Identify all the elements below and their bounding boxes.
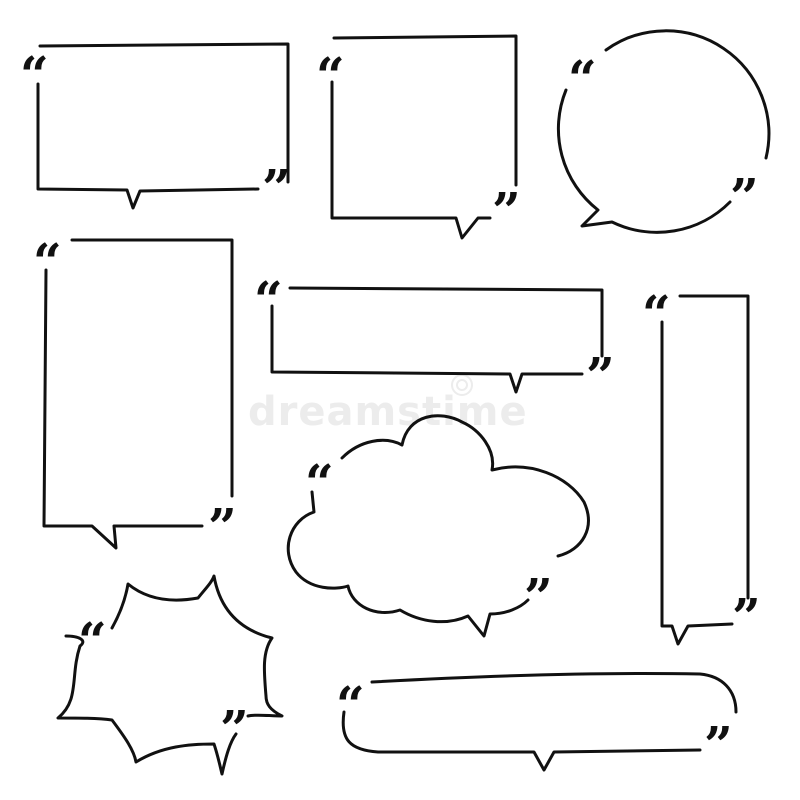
circle-bubble: “ ” xyxy=(556,29,771,234)
wide-rectangle-bubble: “ ” xyxy=(20,42,291,217)
open-quote-icon: “ xyxy=(33,232,62,291)
open-quote-icon: “ xyxy=(336,675,365,734)
watermark-text: dreamstime xyxy=(248,389,528,435)
close-quote-icon: ” xyxy=(220,699,249,758)
open-quote-icon: “ xyxy=(305,453,334,512)
burst-bubble: “ ” xyxy=(56,574,284,776)
close-quote-icon: ” xyxy=(704,715,733,774)
close-quote-icon: ” xyxy=(262,158,291,217)
open-quote-icon: “ xyxy=(642,284,671,343)
open-quote-icon: “ xyxy=(568,49,597,108)
open-quote-icon: “ xyxy=(316,46,345,105)
close-quote-icon: ” xyxy=(586,346,615,405)
tall-rectangle-bubble: “ ” xyxy=(33,232,237,556)
close-quote-icon: ” xyxy=(730,167,759,226)
open-quote-icon: “ xyxy=(254,270,283,329)
open-quote-icon: “ xyxy=(20,45,49,104)
close-quote-icon: ” xyxy=(208,497,237,556)
narrow-tall-bubble: “ ” xyxy=(642,284,761,646)
open-quote-icon: “ xyxy=(78,611,107,670)
watermark: dreamstime xyxy=(248,374,528,435)
cloud-bubble: “ ” xyxy=(286,414,590,638)
close-quote-icon: ” xyxy=(732,587,761,646)
square-bubble: “ ” xyxy=(316,34,521,240)
close-quote-icon: ” xyxy=(524,567,553,626)
long-rectangle-bubble: “ ” xyxy=(254,270,615,405)
close-quote-icon: ” xyxy=(492,181,521,240)
rounded-pill-bubble: “ ” xyxy=(336,671,738,774)
